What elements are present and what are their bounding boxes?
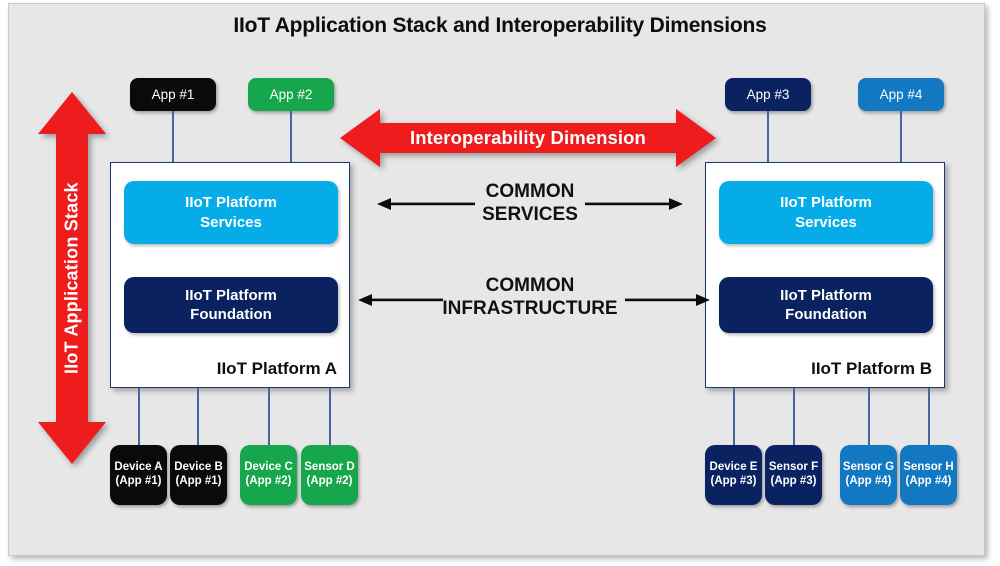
connector-app1-platform-a bbox=[172, 111, 174, 163]
connector-platform-a-device-c bbox=[268, 388, 270, 445]
platform-box-b[interactable]: IIoT Platform Services IIoT Platform Fou… bbox=[705, 162, 945, 388]
connector-app3-platform-b bbox=[767, 111, 769, 163]
platform-b-services-line1: IIoT Platform bbox=[780, 194, 872, 211]
common-infrastructure-line2: INFRASTRUCTURE bbox=[442, 298, 618, 320]
app-chip-4[interactable]: App #4 bbox=[858, 78, 944, 111]
device-chip-b-name: Device B bbox=[174, 461, 223, 474]
device-chip-b-app: (App #1) bbox=[175, 475, 222, 487]
device-chip-a[interactable]: Device A (App #1) bbox=[110, 445, 167, 505]
platform-a-name: IIoT Platform A bbox=[216, 359, 337, 378]
device-chip-f[interactable]: Sensor F (App #3) bbox=[765, 445, 822, 505]
connector-app4-platform-b bbox=[900, 111, 902, 163]
application-stack-label: IIoT Application Stack bbox=[61, 182, 82, 374]
application-stack-arrow bbox=[38, 92, 106, 464]
device-chip-d-name: Sensor D bbox=[304, 461, 355, 474]
app-chip-2[interactable]: App #2 bbox=[248, 78, 334, 111]
device-chip-h[interactable]: Sensor H (App #4) bbox=[900, 445, 957, 505]
device-chip-g-name: Sensor G bbox=[842, 461, 895, 474]
platform-b-foundation-layer[interactable]: IIoT Platform Foundation bbox=[719, 277, 933, 333]
device-chip-e-app: (App #3) bbox=[710, 475, 757, 487]
device-chip-d-app: (App #2) bbox=[306, 475, 353, 487]
platform-box-a[interactable]: IIoT Platform Services IIoT Platform Fou… bbox=[110, 162, 350, 388]
platform-a-services-line1: IIoT Platform bbox=[185, 194, 277, 211]
page-title: IIoT Application Stack and Interoperabil… bbox=[233, 14, 767, 37]
app-chip-1[interactable]: App #1 bbox=[130, 78, 216, 111]
connector-platform-a-device-a bbox=[138, 388, 140, 445]
device-chip-a-app: (App #1) bbox=[115, 475, 162, 487]
connector-platform-a-device-b bbox=[197, 388, 199, 445]
device-chip-d[interactable]: Sensor D (App #2) bbox=[301, 445, 358, 505]
platform-b-foundation-line1: IIoT Platform bbox=[780, 286, 872, 304]
platform-a-foundation-line1: IIoT Platform bbox=[185, 286, 277, 304]
common-services-line1: COMMON bbox=[485, 181, 575, 202]
common-services-left-arrow bbox=[377, 198, 475, 210]
device-chip-f-app: (App #3) bbox=[770, 475, 817, 487]
common-infrastructure-label: COMMON INFRASTRUCTURE bbox=[400, 274, 660, 320]
device-chip-e-name: Device E bbox=[709, 461, 758, 474]
app-chip-3[interactable]: App #3 bbox=[725, 78, 811, 111]
device-chip-h-app: (App #4) bbox=[905, 475, 952, 487]
common-services-right-arrow bbox=[585, 198, 683, 210]
app-chip-4-label: App #4 bbox=[879, 86, 923, 102]
common-infrastructure-line1: COMMON bbox=[485, 275, 575, 296]
connector-app2-platform-a bbox=[290, 111, 292, 163]
interoperability-arrow bbox=[340, 107, 716, 169]
device-chip-c-app: (App #2) bbox=[245, 475, 292, 487]
app-chip-3-label: App #3 bbox=[746, 86, 790, 102]
connector-platform-a-sensor-d bbox=[329, 388, 331, 445]
common-services-label: COMMON SERVICES bbox=[400, 180, 660, 226]
common-infrastructure-right-arrow bbox=[625, 294, 710, 306]
connector-platform-b-sensor-g bbox=[868, 388, 870, 445]
common-infrastructure-left-arrow bbox=[358, 294, 443, 306]
app-chip-1-label: App #1 bbox=[151, 86, 195, 102]
common-services-line2: SERVICES bbox=[482, 204, 578, 226]
platform-b-services-line2: Services bbox=[795, 213, 857, 231]
connector-platform-b-device-e bbox=[733, 388, 735, 445]
device-chip-a-name: Device A bbox=[114, 461, 163, 474]
device-chip-e[interactable]: Device E (App #3) bbox=[705, 445, 762, 505]
device-chip-g-app: (App #4) bbox=[845, 475, 892, 487]
platform-a-services-line2: Services bbox=[200, 213, 262, 231]
device-chip-c[interactable]: Device C (App #2) bbox=[240, 445, 297, 505]
platform-b-foundation-line2: Foundation bbox=[785, 306, 867, 323]
connector-platform-b-sensor-h bbox=[928, 388, 930, 445]
device-chip-g[interactable]: Sensor G (App #4) bbox=[840, 445, 897, 505]
interoperability-arrow-label: Interoperability Dimension bbox=[410, 127, 646, 148]
connector-platform-b-sensor-f bbox=[793, 388, 795, 445]
app-chip-2-label: App #2 bbox=[269, 86, 313, 102]
platform-b-name: IIoT Platform B bbox=[811, 359, 932, 378]
platform-a-foundation-layer[interactable]: IIoT Platform Foundation bbox=[124, 277, 338, 333]
device-chip-f-name: Sensor F bbox=[768, 461, 819, 474]
platform-b-services-layer[interactable]: IIoT Platform Services bbox=[719, 181, 933, 244]
platform-a-foundation-line2: Foundation bbox=[190, 306, 272, 323]
device-chip-c-name: Device C bbox=[244, 461, 293, 474]
device-chip-b[interactable]: Device B (App #1) bbox=[170, 445, 227, 505]
platform-a-services-layer[interactable]: IIoT Platform Services bbox=[124, 181, 338, 244]
device-chip-h-name: Sensor H bbox=[903, 461, 954, 474]
